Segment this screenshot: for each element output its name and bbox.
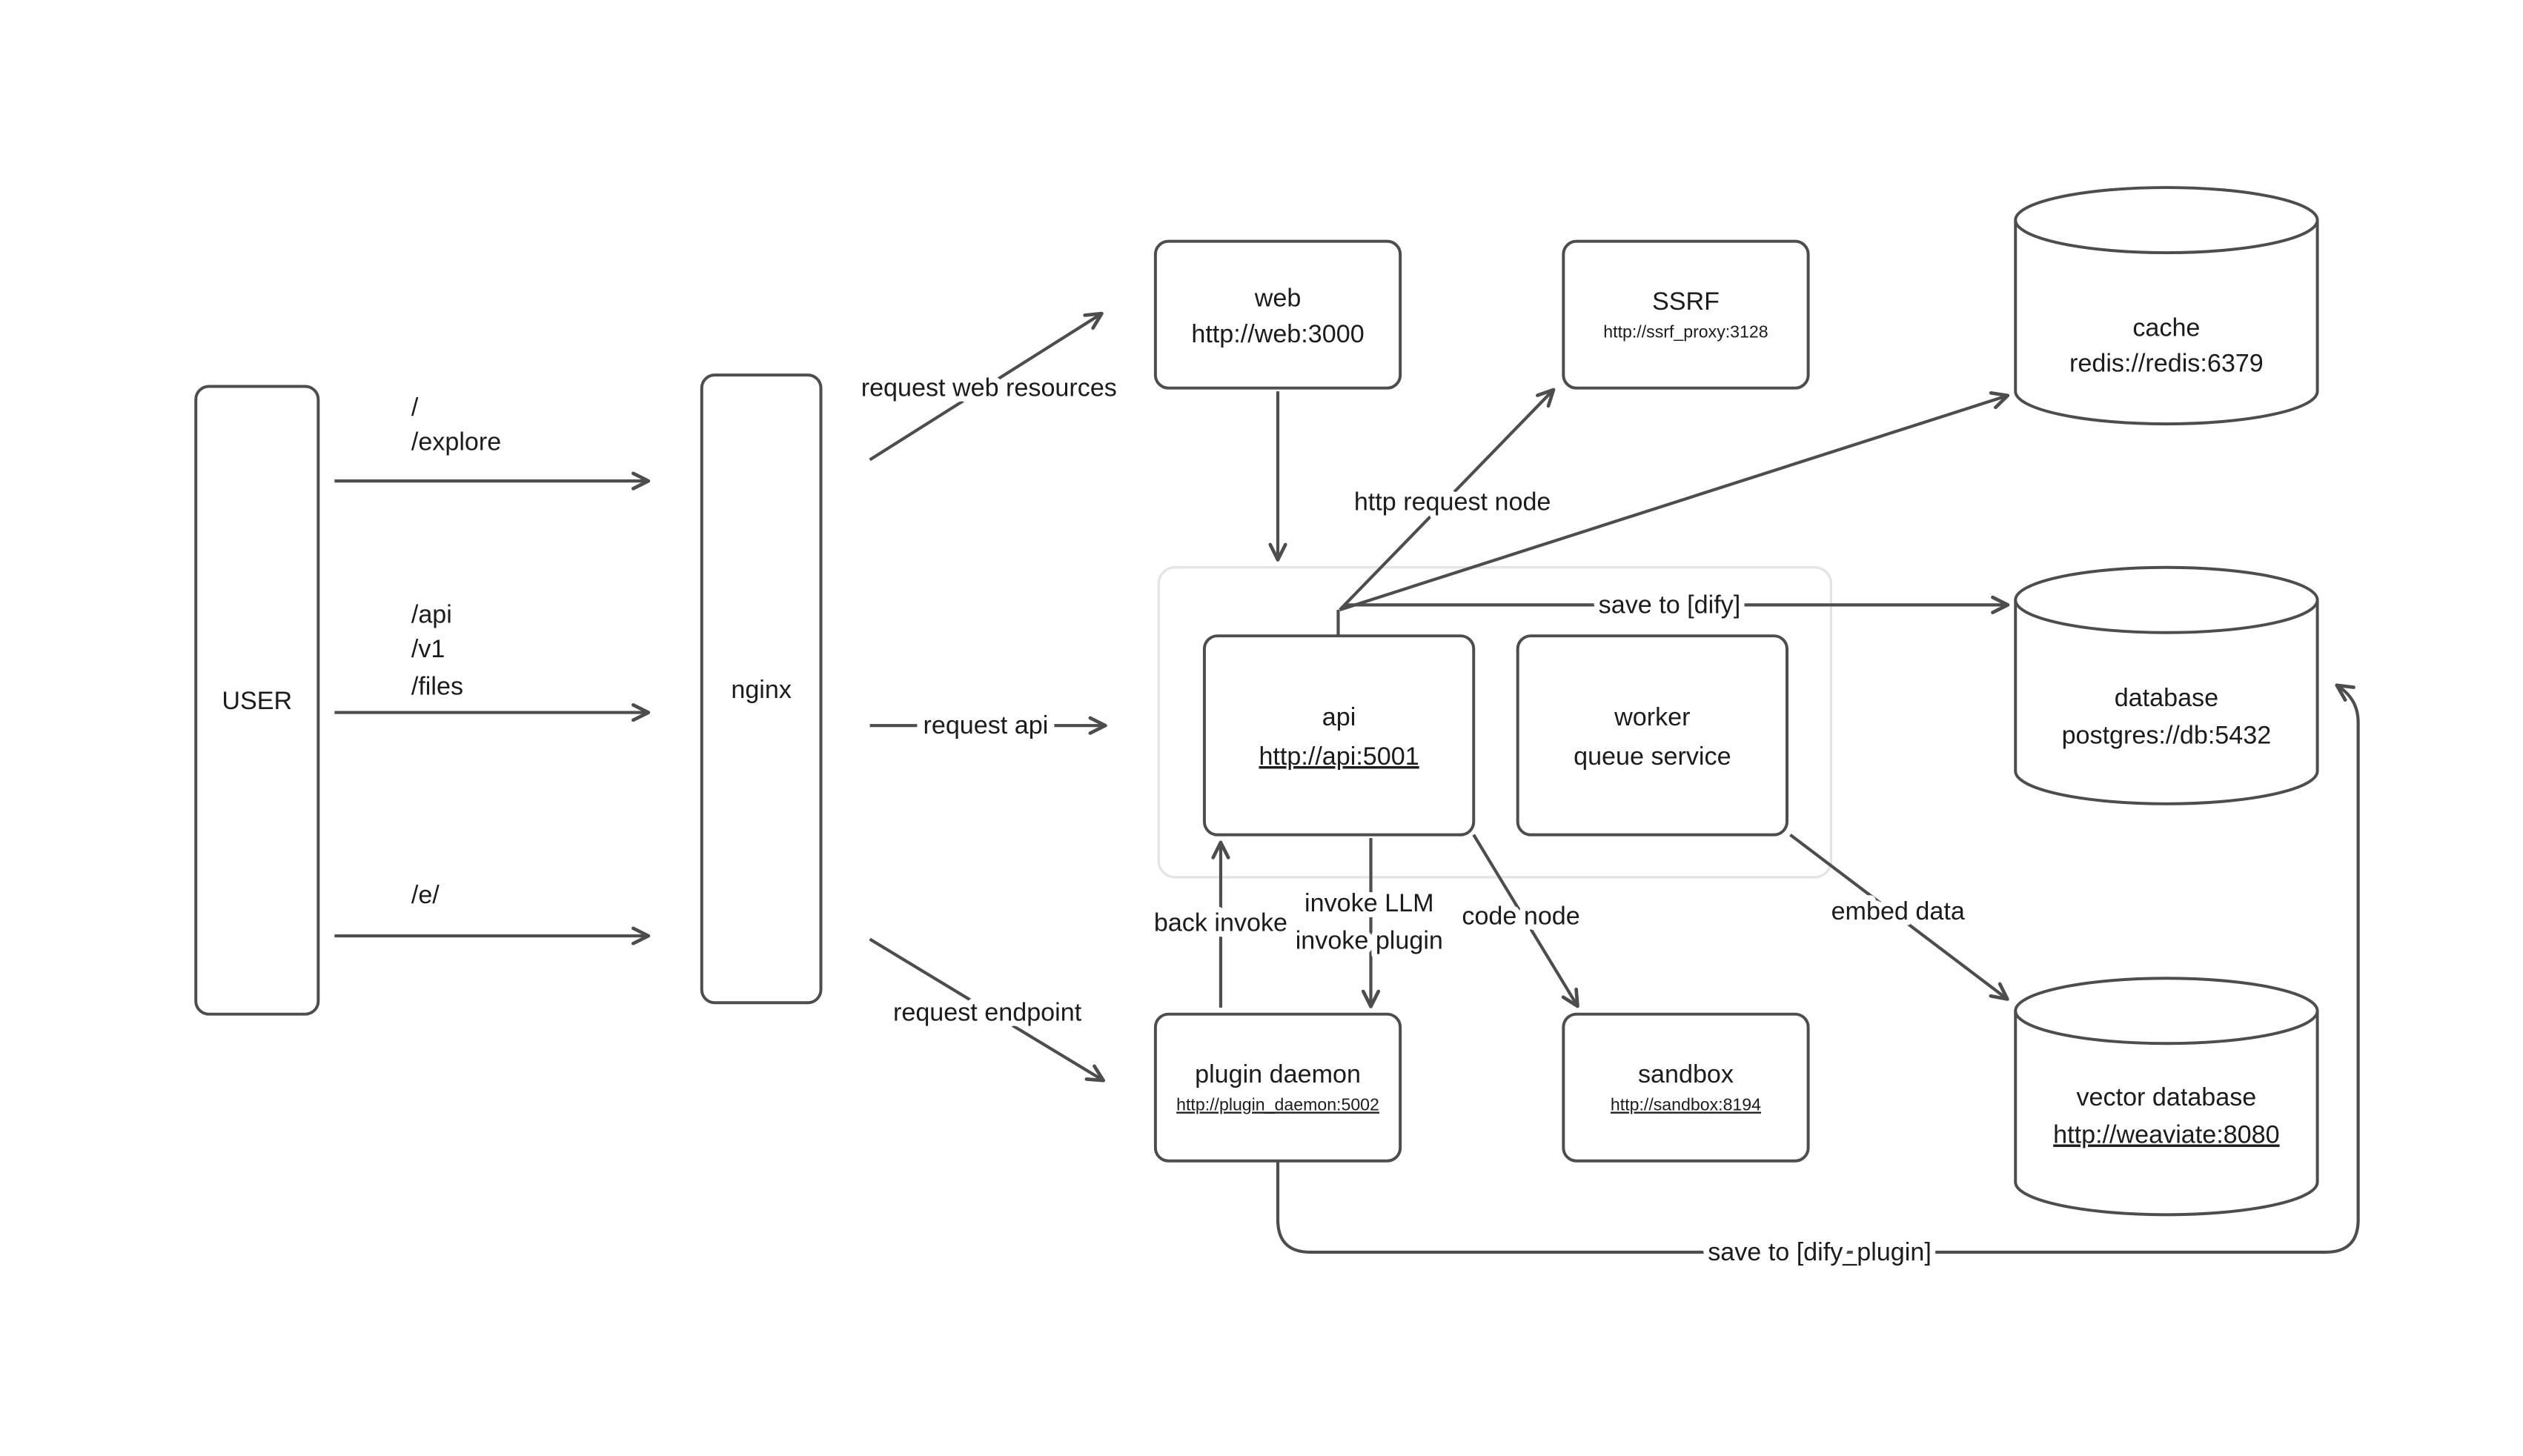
edge-label-invoke-llm: invoke LLM	[1304, 889, 1433, 917]
edge-label-request-endpoint: request endpoint	[893, 998, 1082, 1026]
worker-node: worker queue service	[1516, 634, 1788, 837]
web-node-title: web	[1254, 285, 1302, 313]
edge-api-cache	[1339, 390, 2010, 611]
plugin-daemon-node-title: plugin daemon	[1195, 1060, 1361, 1088]
edge-label-request-api: request api	[923, 711, 1048, 739]
edge-label-root-path: /	[411, 393, 419, 422]
sandbox-node-url-link[interactable]: http://sandbox:8194	[1611, 1095, 1761, 1114]
nginx-node: nginx	[700, 373, 823, 1005]
sandbox-node-box	[1562, 1012, 1810, 1163]
cache-node: cache redis://redis:6379	[2014, 186, 2319, 426]
database-node-url: postgres://db:5432	[2062, 721, 2272, 749]
edge-label-files-path: /files	[411, 672, 463, 700]
user-node-label: USER	[222, 687, 292, 715]
edge-label-embed-data: embed data	[1831, 897, 1965, 925]
edge-api-ssrf	[1339, 388, 1556, 611]
ssrf-node: SSRF http://ssrf_proxy:3128	[1562, 239, 1810, 390]
worker-node-box	[1516, 634, 1788, 837]
database-node: database postgres://db:5432	[2014, 565, 2319, 805]
edge-label-back-invoke: back invoke	[1154, 908, 1287, 937]
plugin-daemon-node: plugin daemon http://plugin_daemon:5002	[1153, 1012, 1402, 1163]
edge-label-explore-path: /explore	[411, 428, 501, 456]
worker-node-title-line1: worker	[1614, 703, 1690, 731]
vector-database-node-title: vector database	[2077, 1083, 2257, 1111]
edge-api-sandbox	[1472, 834, 1579, 1008]
sandbox-node: sandbox http://sandbox:8194	[1562, 1012, 1810, 1163]
plugin-daemon-node-box	[1153, 1012, 1402, 1163]
edge-label-code-node: code node	[1462, 902, 1579, 931]
edge-nginx-plugin-daemon	[869, 937, 1106, 1083]
edge-worker-vector-database	[1789, 833, 2009, 1001]
api-node-url-link[interactable]: http://api:5001	[1259, 742, 1419, 771]
edge-label-save-to-dify-plugin: save to [dify_plugin]	[1708, 1238, 1932, 1266]
api-node-title: api	[1322, 703, 1356, 731]
plugin-daemon-node-url-link[interactable]: http://plugin_daemon:5002	[1176, 1095, 1379, 1114]
edge-label-invoke-plugin: invoke plugin	[1296, 927, 1443, 955]
database-cylinder-top-arc	[2014, 599, 2319, 634]
nginx-node-box	[700, 373, 823, 1005]
api-node-box	[1202, 634, 1476, 837]
edge-label-save-to-dify: save to [dify]	[1599, 591, 1741, 619]
user-node: USER	[194, 385, 320, 1016]
worker-node-title-line2: queue service	[1574, 742, 1731, 771]
cache-cylinder	[2014, 186, 2319, 426]
edge-nginx-web	[869, 311, 1104, 462]
cache-node-url: redis://redis:6379	[2069, 350, 2264, 378]
sandbox-node-title: sandbox	[1638, 1060, 1734, 1088]
edge-plugin-daemon-database	[1276, 683, 2360, 1254]
web-node-url: http://web:3000	[1191, 320, 1364, 348]
ssrf-node-url: http://ssrf_proxy:3128	[1603, 322, 1768, 341]
edge-label-v1-path: /v1	[411, 635, 445, 663]
database-cylinder	[2014, 565, 2319, 805]
cache-node-title: cache	[2132, 313, 2200, 342]
vector-database-node: vector database http://weaviate:8080	[2014, 977, 2319, 1217]
edge-label-e-path: /e/	[411, 881, 440, 909]
web-node: web http://web:3000	[1153, 239, 1402, 390]
vector-database-cylinder-top-arc	[2014, 1011, 2319, 1046]
ssrf-node-title: SSRF	[1652, 287, 1720, 316]
edge-label-api-path: /api	[411, 601, 452, 629]
api-node: api http://api:5001	[1202, 634, 1476, 837]
web-node-box	[1153, 239, 1402, 390]
vector-database-node-url-link[interactable]: http://weaviate:8080	[2053, 1121, 2279, 1149]
nginx-node-label: nginx	[731, 676, 792, 704]
cache-cylinder-top-arc	[2014, 219, 2319, 255]
edge-label-request-web-resources: request web resources	[861, 374, 1117, 402]
user-node-box	[194, 385, 320, 1016]
edge-label-http-request-node: http request node	[1354, 488, 1551, 516]
vector-database-cylinder	[2014, 977, 2319, 1217]
ssrf-node-box	[1562, 239, 1810, 390]
database-node-title: database	[2115, 684, 2218, 712]
